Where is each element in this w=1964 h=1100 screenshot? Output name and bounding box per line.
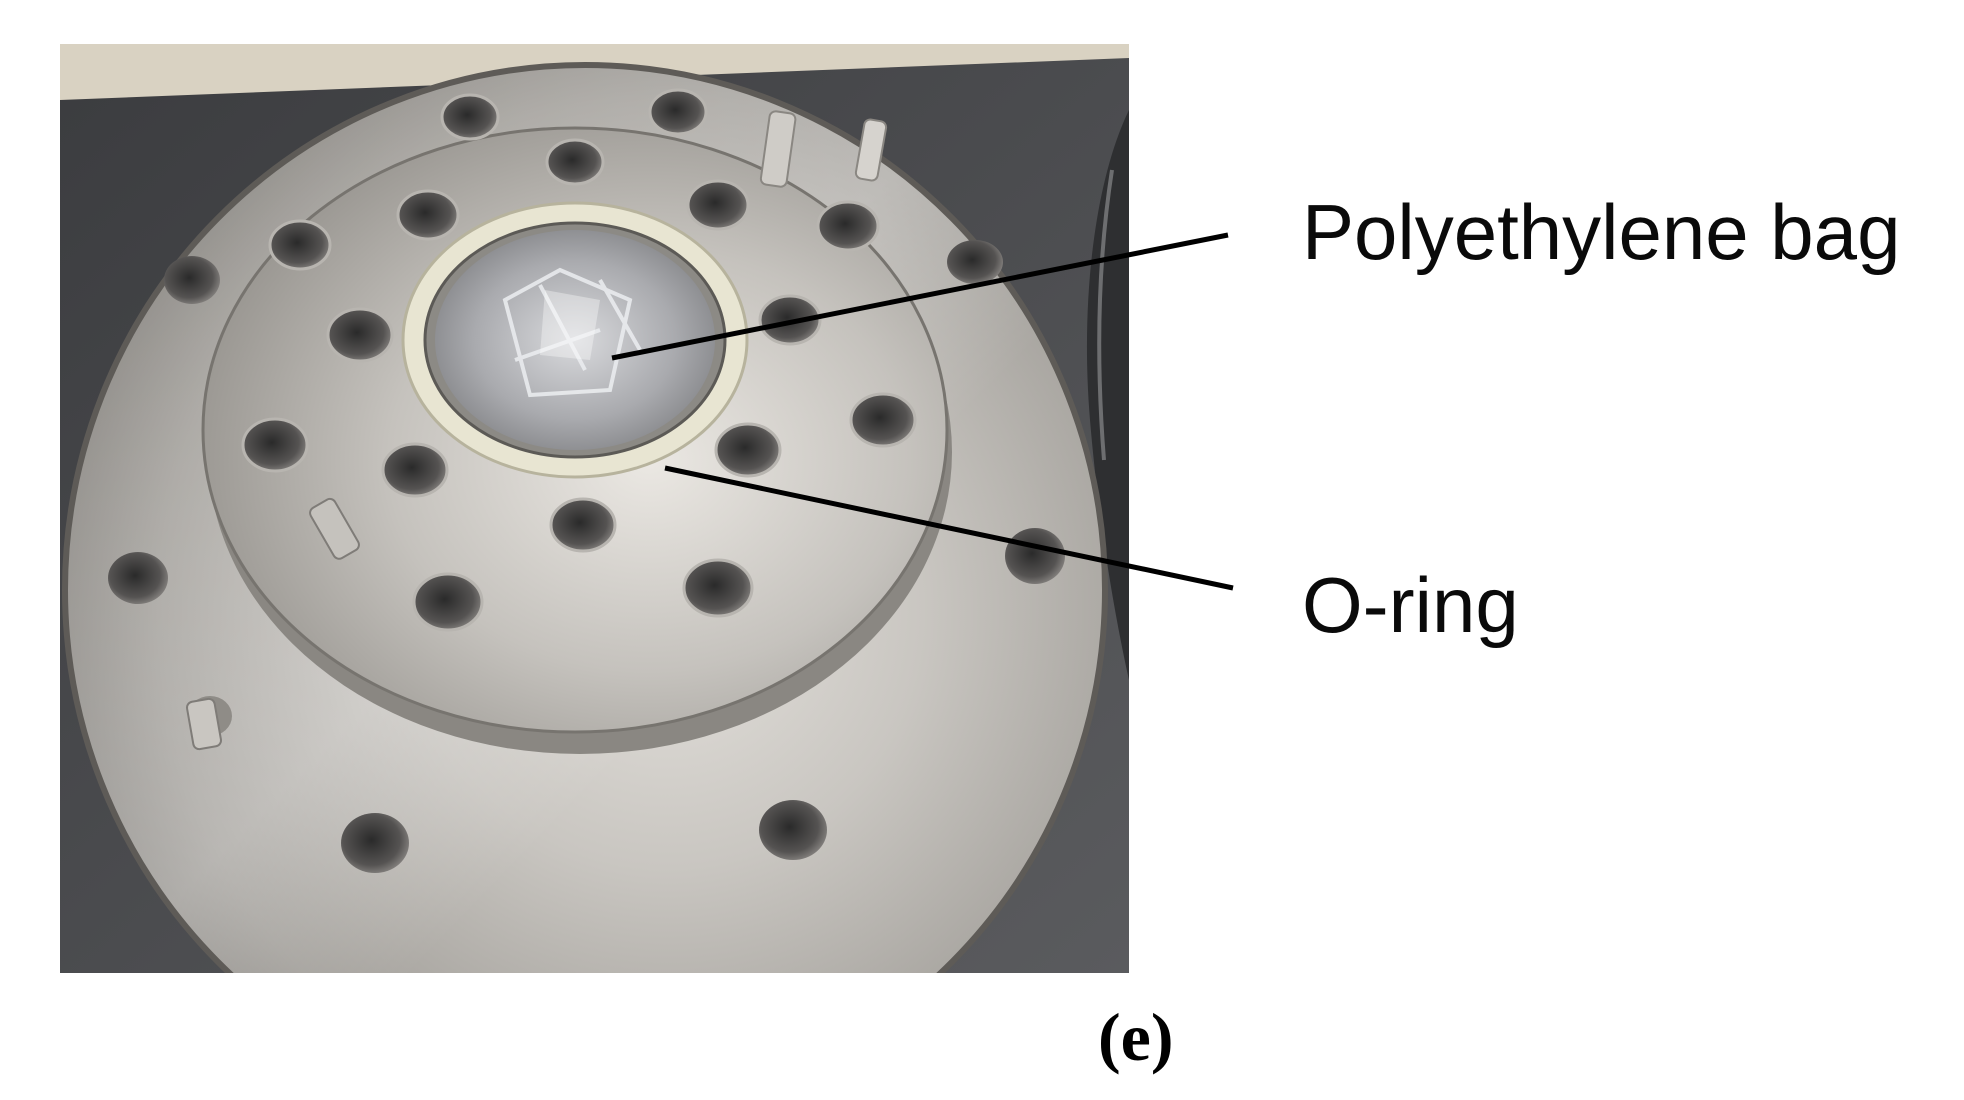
callout-o-ring: O-ring [1302, 561, 1519, 649]
figure-caption: (e) [1098, 999, 1174, 1075]
photo-content [60, 44, 1129, 973]
leader-line-polyethylene [611, 232, 1229, 361]
callout-polyethylene-bag: Polyethylene bag [1302, 188, 1901, 276]
leader-line-oring [664, 465, 1234, 591]
